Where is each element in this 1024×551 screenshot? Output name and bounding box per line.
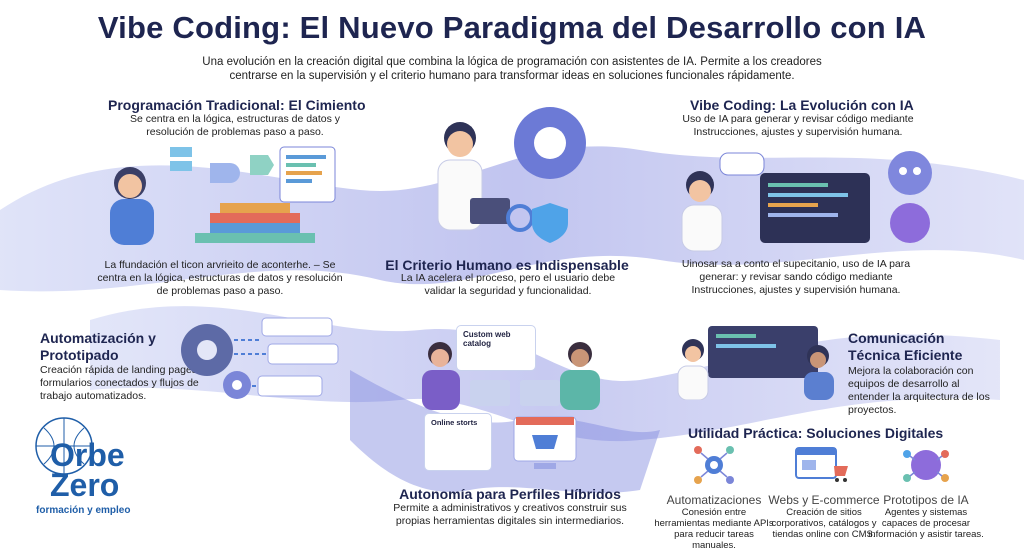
page-subtitle: Una evolución en la creación digital que… bbox=[202, 56, 822, 82]
page-title: Vibe Coding: El Nuevo Paradigma del Desa… bbox=[97, 10, 927, 45]
utilidad-text: Agentes y sistemas capaces de procesar i… bbox=[868, 507, 984, 540]
online-store-card: Online storts bbox=[424, 413, 492, 471]
utilidad-item-automatizaciones: Automatizaciones Conesión entre herramie… bbox=[654, 444, 774, 551]
ai-brain-icon bbox=[903, 450, 949, 482]
traditional-title: Programación Tradicional: El Cimiento bbox=[108, 97, 366, 113]
gears-network-icon bbox=[694, 446, 734, 484]
custom-catalog-label: Custom web catalog bbox=[463, 330, 511, 348]
logo-line1: Orbe bbox=[50, 437, 125, 473]
traditional-caption: La ffundación el ticon arvrieito de acon… bbox=[97, 259, 343, 297]
team-collaboration-illustration bbox=[422, 342, 600, 410]
comunicacion-title: Comunicación Técnica Eficiente bbox=[848, 330, 963, 363]
utilidad-item-prototipos: Prototipos de IA Agentes y sistemas capa… bbox=[866, 444, 986, 540]
human-criterion-illustration bbox=[437, 107, 586, 243]
utilidad-heading: Webs y E-commerce bbox=[768, 493, 880, 507]
autonomia-text: Permite a administrativos y creativos co… bbox=[393, 502, 627, 527]
utilidad-text: Creación de sitios corporativos, catálog… bbox=[771, 507, 877, 540]
globe-icon bbox=[35, 417, 93, 475]
tech-team-illustration bbox=[677, 326, 834, 400]
orbe-zero-logo: Orbe Zero formación y empleo bbox=[28, 412, 146, 532]
automatizacion-title: Automatización y Prototipado bbox=[40, 330, 156, 363]
coding-person-illustration bbox=[110, 146, 336, 245]
logo-tagline: formación y empleo bbox=[36, 505, 131, 516]
utilidad-heading: Prototipos de IA bbox=[883, 493, 969, 507]
criterio-title: El Criterio Humano es Indispensable bbox=[385, 257, 629, 273]
gears-workflow-illustration bbox=[181, 317, 339, 399]
utilidad-text: Conesión entre herramientas mediante API… bbox=[654, 507, 774, 551]
web-cart-icon bbox=[795, 447, 848, 482]
utilidad-heading: Automatizaciones bbox=[666, 493, 762, 507]
comunicacion-text: Mejora la colaboración con equipos de de… bbox=[848, 365, 990, 416]
traditional-text: Se centra en la lógica, estructuras de d… bbox=[129, 113, 341, 138]
autonomia-title: Autonomía para Perfiles Híbridos bbox=[399, 486, 621, 502]
vibe-title: Vibe Coding: La Evolución con IA bbox=[690, 97, 914, 113]
vibe-caption: Uinosar sa a conto el supecitanio, uso d… bbox=[681, 258, 911, 296]
ai-assistant-illustration bbox=[681, 151, 932, 252]
logo-line2: Zero bbox=[50, 467, 120, 503]
automatizacion-text: Creación rápida de landing pages, formul… bbox=[40, 364, 200, 402]
shop-cart-icon bbox=[513, 416, 577, 469]
vibe-text: Uso de IA para generar y revisar código … bbox=[682, 113, 914, 138]
custom-catalog-card: Custom web catalog bbox=[456, 325, 536, 371]
utilidad-title: Utilidad Práctica: Soluciones Digitales bbox=[688, 425, 944, 441]
criterio-text: La IA acelera el proceso, pero el usuari… bbox=[400, 272, 616, 297]
utilidad-item-webs: Webs y E-commerce Creación de sitios cor… bbox=[764, 444, 884, 540]
online-store-label: Online storts bbox=[431, 418, 478, 427]
